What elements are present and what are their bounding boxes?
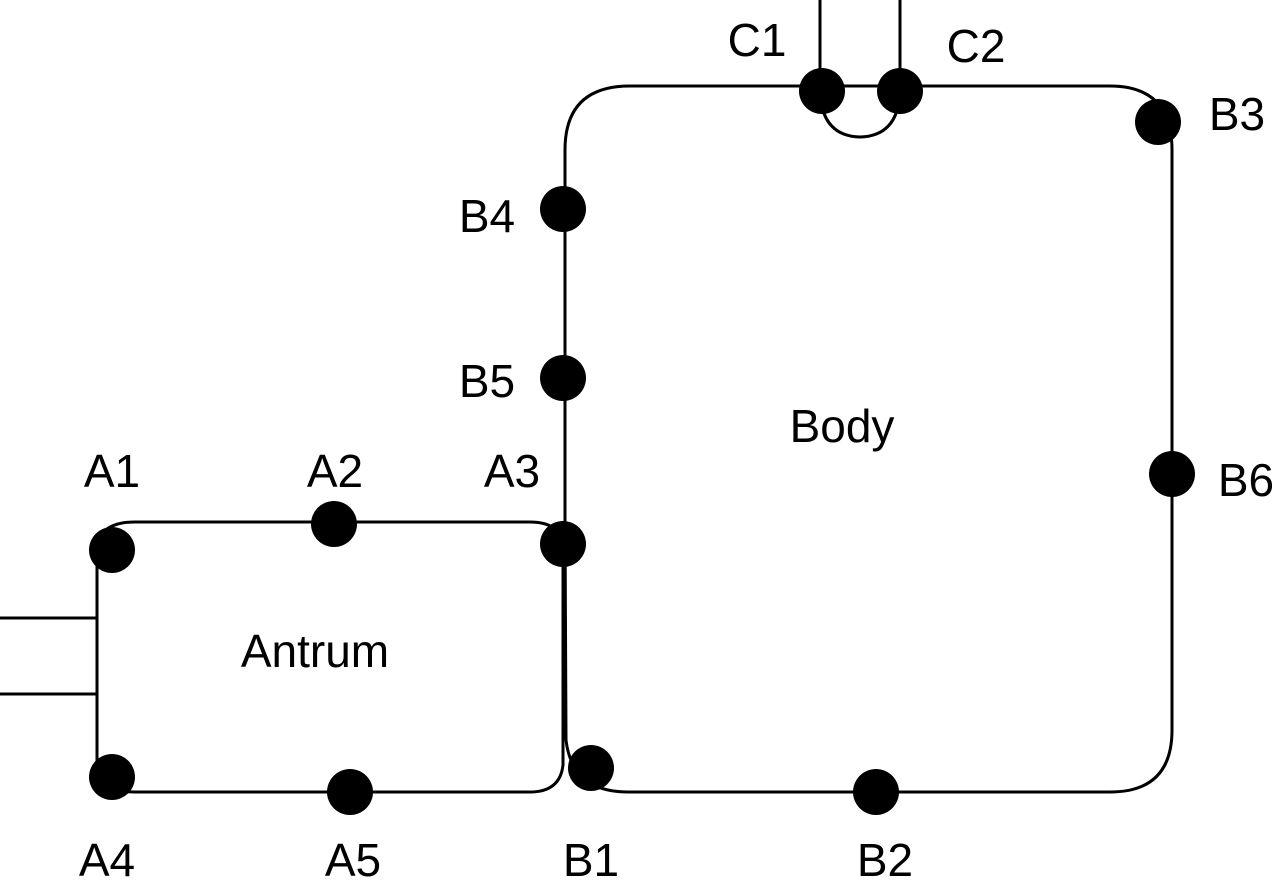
electrode-b5-marker [540,355,586,401]
electrode-b6-marker [1149,451,1195,497]
electrode-label-b4: B4 [459,190,515,242]
electrode-label-a2: A2 [307,445,363,497]
electrode-b3-marker [1135,99,1181,145]
electrode-a1-marker [89,527,135,573]
electrode-b1-marker [568,745,614,791]
electrode-a4-marker [89,754,135,800]
electrode-label-b5: B5 [459,355,515,407]
electrode-c1-marker [799,68,845,114]
electrode-label-b2: B2 [857,834,913,880]
electrode-label-a1: A1 [84,445,140,497]
electrode-c2-marker [877,68,923,114]
electrode-a2-marker [311,501,357,547]
electrode-b4-marker [540,186,586,232]
electrode-b2-marker [853,769,899,815]
electrode-label-a5: A5 [325,834,381,880]
electrode-label-b6: B6 [1218,454,1274,506]
electrode-label-b1: B1 [563,834,619,880]
electrode-label-c1: C1 [728,14,787,66]
electrode-label-c2: C2 [947,20,1006,72]
electrode-a5-marker [327,769,373,815]
electrode-label-a4: A4 [79,834,135,880]
region-label-body: Body [790,400,895,452]
electrode-label-a3: A3 [484,445,540,497]
electrode-a3-marker [540,521,586,567]
electrode-label-b3: B3 [1209,88,1265,140]
region-label-antrum: Antrum [241,625,389,677]
c-electrode-loop [818,90,902,139]
